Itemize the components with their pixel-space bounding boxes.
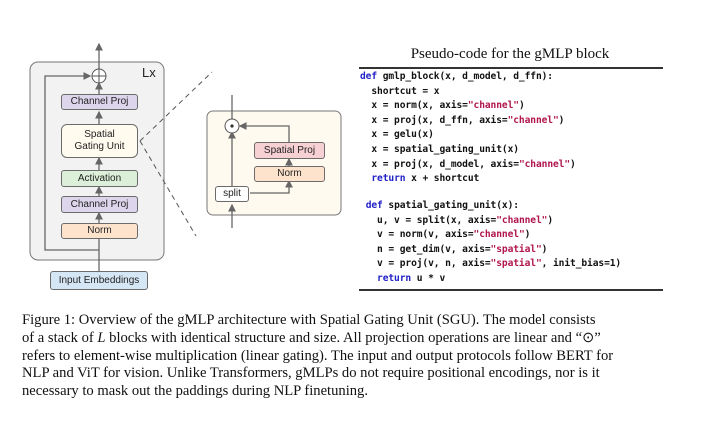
arrow-spatial-proj-to-mult [238,122,290,142]
pseudocode-title: Pseudo-code for the gMLP block [410,46,610,62]
code-line: x = spatial_gating_unit(x) [360,143,519,155]
code-line: v = norm(v, axis="channel") [360,229,531,241]
figure-caption: Figure 1: Overview of the gMLP architect… [22,312,688,401]
arrow-split-to-norm [250,179,293,194]
input-embeddings-box: Input Embeddings [50,271,148,290]
spatial-proj-box: Spatial Proj [254,142,325,159]
pseudocode-top-rule [359,67,663,69]
add-icon [91,68,107,84]
spatial-gating-unit-box: Spatial Gating Unit [61,124,138,158]
multiply-icon [224,118,240,134]
code-line: def gmlp_block(x, d_model, d_ffn): [360,71,553,82]
code-line: n = get_dim(v, axis="spatial") [360,243,548,255]
block-repeat-label: Lx [142,65,156,80]
code-line: x = proj(x, d_ffn, axis="channel") [360,114,565,126]
zoom-guide-top [139,71,213,142]
code-line: return u * v [377,272,446,284]
code-line: u, v = split(x, axis="channel") [360,214,554,226]
code-line: shortcut = x [360,85,440,97]
pseudocode-gmlp-block: def gmlp_block(x, d_model, d_ffn): short… [360,70,576,187]
channel-proj-top-box: Channel Proj [61,94,138,110]
code-line: def spatial_gating_unit(x): [365,200,519,211]
channel-proj-bottom-box: Channel Proj [61,196,138,213]
zoom-guide-bottom [139,140,197,237]
caption-line: Figure 1: Overview of the gMLP architect… [22,312,596,328]
pseudocode-sgu: def spatial_gating_unit(x): u, v = split… [360,199,622,287]
residual-connection [44,72,99,251]
caption-line: NLP and ViT for vision. Unlike Transform… [22,365,600,382]
caption-line: of a stack of L blocks with identical st… [22,329,601,346]
sgu-label-line1: Spatial [84,129,115,140]
code-line: v = proj(v, n, axis="spatial", init_bias… [360,258,622,270]
activation-box: Activation [61,170,138,187]
code-line: return x + shortcut [371,173,480,185]
code-line: x = gelu(x) [360,129,434,141]
code-line: x = norm(x, axis="channel") [360,100,525,112]
pseudocode-bottom-rule [359,289,663,291]
caption-line: necessary to mask out the paddings durin… [22,383,369,400]
sgu-label-line2: Gating Unit [74,141,125,152]
code-line: x = proj(x, d_model, axis="channel") [360,158,576,170]
caption-line: refers to element-wise multiplication (l… [22,347,614,364]
norm-box: Norm [61,223,138,239]
sgu-norm-box: Norm [254,166,325,182]
split-box: split [215,186,249,202]
